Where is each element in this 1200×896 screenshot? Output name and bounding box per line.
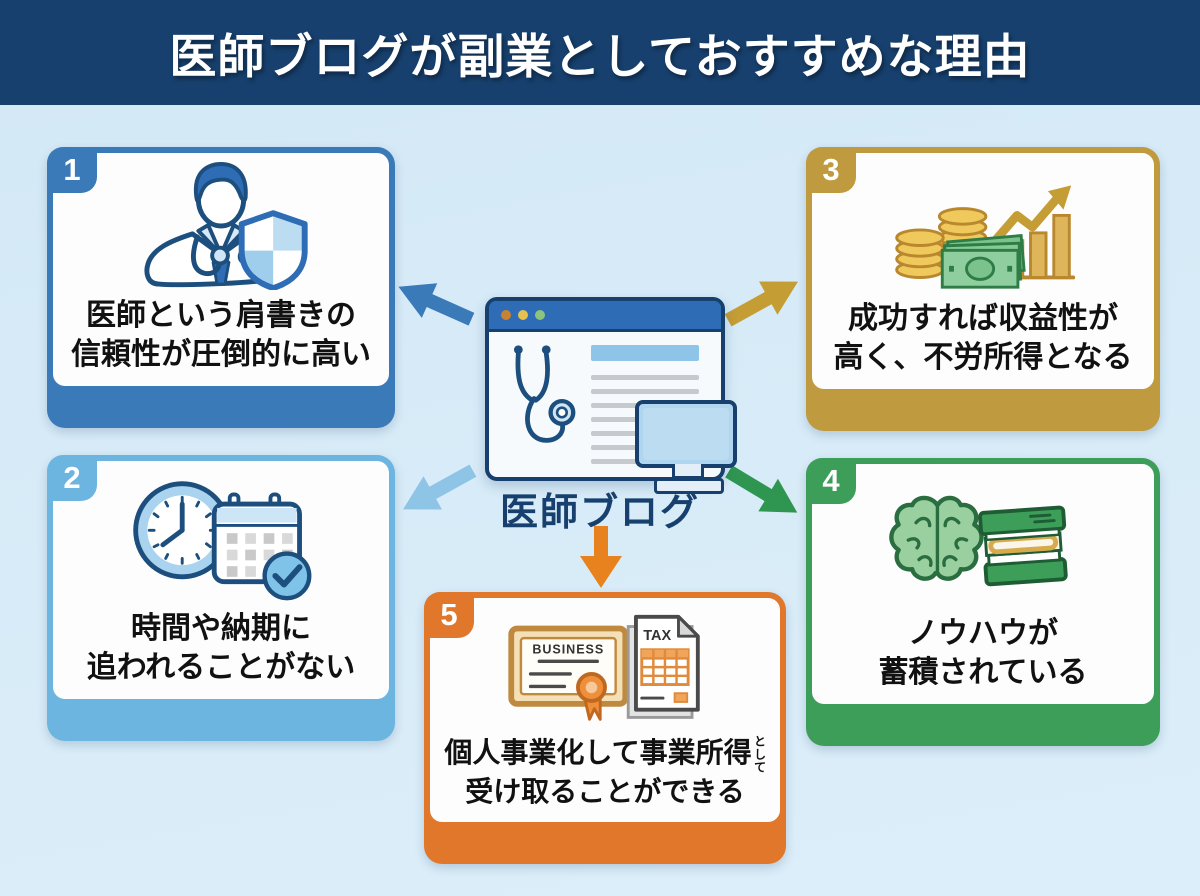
blog-text-line	[591, 459, 667, 464]
arrow-to-card-3	[717, 262, 808, 339]
card-text: 成功すれば収益性が 高く、不労所得となる	[831, 293, 1134, 389]
card-text-line1: 医師という肩書きの	[86, 299, 356, 332]
card-text: 個人事業化して事業所得として 受け取ることができる	[442, 729, 767, 822]
reason-card-5: 5 BUSINESS TAX	[424, 592, 786, 864]
arrow-to-card-1	[390, 267, 481, 340]
stethoscope-icon	[497, 341, 585, 468]
blog-headline-placeholder	[591, 345, 699, 361]
card-text: 医師という肩書きの 信頼性が圧倒的に高い	[69, 290, 373, 386]
card-text-line1: 個人事業化して事業所得	[444, 736, 752, 768]
arrow-to-card-4	[717, 453, 808, 532]
clock-calendar-check-icon	[53, 461, 389, 603]
card-text: 時間や納期に 追われることがない	[85, 603, 358, 699]
card-panel: ノウハウが 蓄積されている	[812, 464, 1154, 704]
monitor-icon	[635, 400, 737, 468]
header-banner: 医師ブログが副業としておすすめな理由	[0, 0, 1200, 105]
card-panel: 医師という肩書きの 信頼性が圧倒的に高い	[53, 153, 389, 386]
card-number-badge: 4	[806, 458, 856, 504]
card-text-line1: 成功すれば収益性が	[847, 302, 1118, 335]
business-certificate-tax-form-icon: BUSINESS TAX	[430, 598, 780, 729]
blog-browser-window	[485, 297, 725, 481]
card-number-badge: 5	[424, 592, 474, 638]
monitor-base	[654, 478, 724, 494]
blog-text-line	[591, 389, 699, 394]
card-number-badge: 3	[806, 147, 856, 193]
card-text-line2: 受け取ることができる	[465, 775, 745, 807]
arrow-to-card-5	[578, 526, 624, 590]
card-text-line2: 信頼性が圧倒的に高い	[71, 338, 371, 371]
certificate-label: BUSINESS	[532, 642, 604, 656]
card-panel: 時間や納期に 追われることがない	[53, 461, 389, 699]
window-dot-icon	[535, 310, 545, 320]
blog-text-line	[591, 403, 673, 408]
page-title: 医師ブログが副業としておすすめな理由	[169, 30, 1031, 83]
monitor-stand	[672, 464, 704, 479]
tax-label: TAX	[643, 628, 671, 644]
blog-text-line	[591, 375, 699, 380]
browser-title-bar	[489, 301, 721, 332]
center-label: 医師ブログ	[499, 492, 700, 534]
card-panel: 成功すれば収益性が 高く、不労所得となる	[812, 153, 1154, 389]
card-text-line2: 蓄積されている	[878, 656, 1088, 689]
card-text-line1: ノウハウが	[907, 617, 1058, 650]
reason-card-4: 4	[806, 458, 1160, 746]
card-panel: BUSINESS TAX	[430, 598, 780, 822]
reason-card-2: 2	[47, 455, 395, 741]
arrow-to-card-2	[392, 451, 483, 528]
reason-card-1: 1	[47, 147, 395, 428]
card-text: ノウハウが 蓄積されている	[876, 608, 1089, 704]
card-text-line1-suffix: として	[752, 734, 767, 774]
card-number-badge: 2	[47, 455, 97, 501]
coins-cash-growth-chart-icon	[812, 153, 1154, 293]
doctor-shield-icon	[53, 153, 389, 290]
brain-books-icon	[812, 464, 1154, 608]
reason-card-3: 3	[806, 147, 1160, 431]
card-text-line2: 高く、不労所得となる	[833, 341, 1133, 374]
window-dot-icon	[501, 310, 511, 320]
window-dot-icon	[518, 310, 528, 320]
card-text-line2: 追われることがない	[86, 651, 356, 684]
card-text-line1: 時間や納期に	[131, 612, 311, 645]
card-number-badge: 1	[47, 147, 97, 193]
